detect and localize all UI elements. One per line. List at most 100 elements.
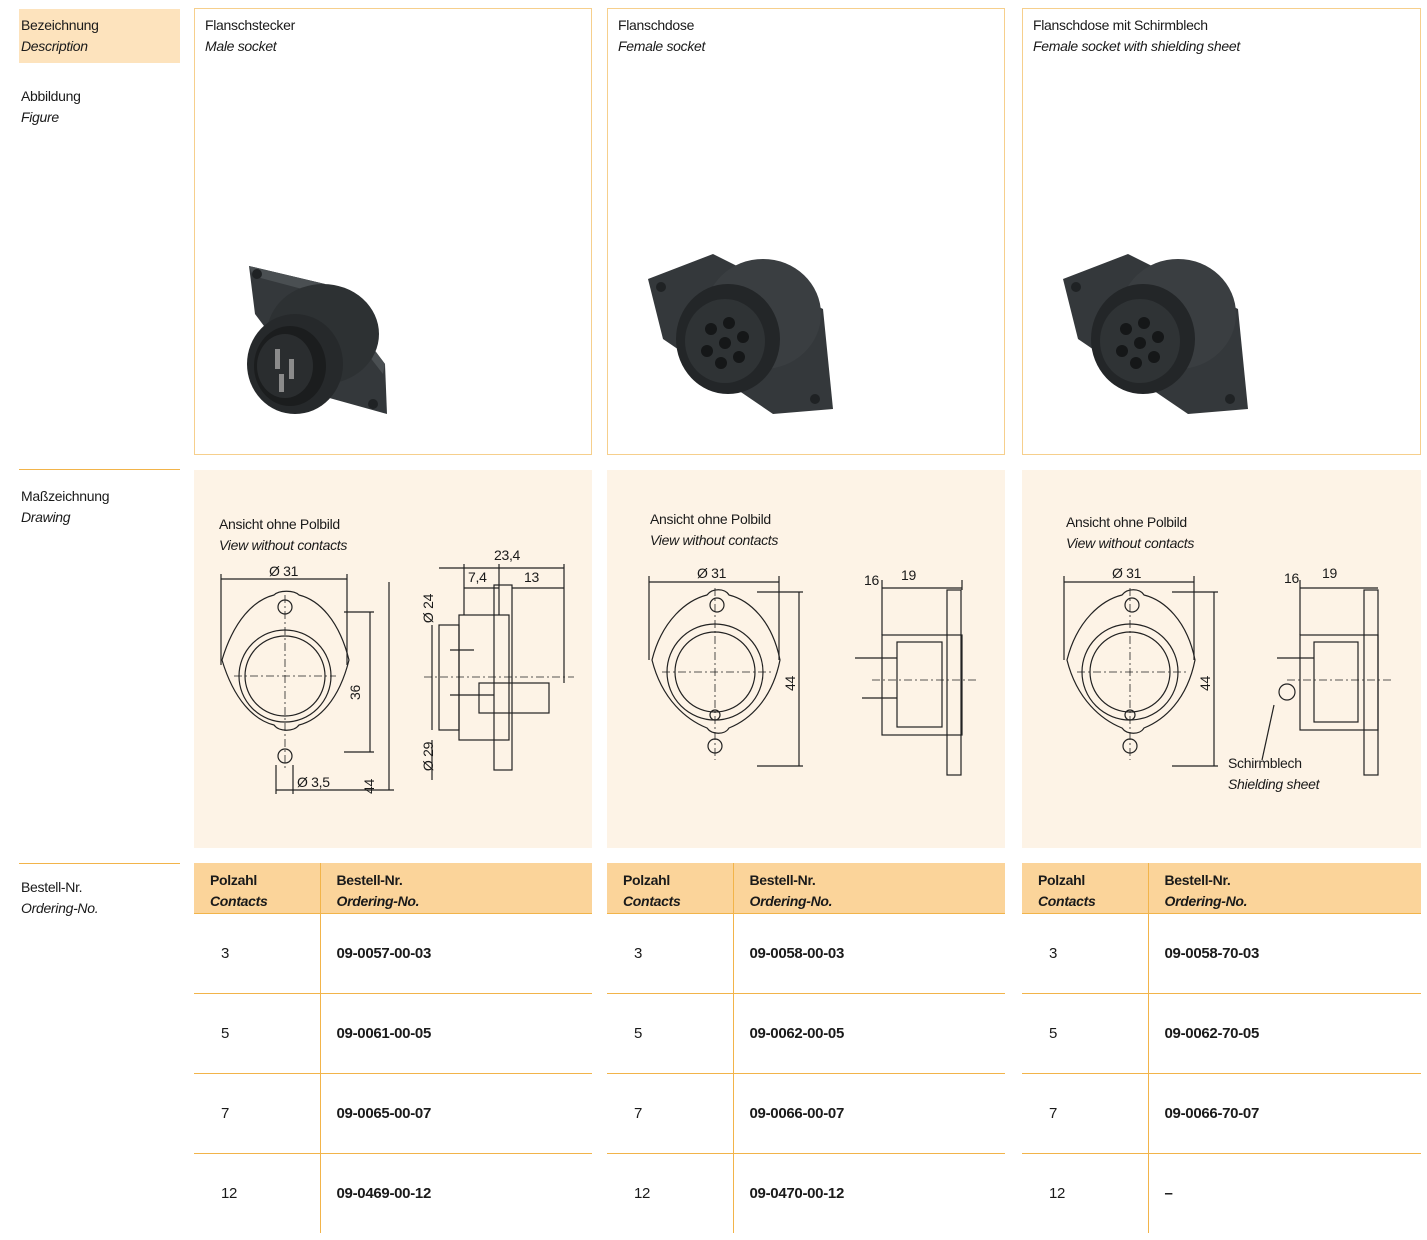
ordering-number-cell: 09-0062-70-05 — [1148, 993, 1421, 1074]
dim-diameter-31: Ø 31 — [269, 563, 299, 579]
column-header-ordering: Bestell-Nr. Ordering-No. — [1148, 863, 1421, 914]
table-row: 12– — [1022, 1153, 1421, 1233]
view-caption-en: View without contacts — [650, 532, 779, 548]
dim-height-36: 36 — [346, 685, 363, 700]
ordering-number-cell: 09-0061-00-05 — [320, 993, 592, 1074]
view-caption-en: View without contacts — [1066, 535, 1195, 551]
technical-drawing-female — [648, 576, 977, 776]
column-header-en: Contacts — [210, 893, 268, 909]
contacts-cell: 12 — [194, 1153, 321, 1233]
product-title-en: Female socket — [618, 38, 706, 54]
product-title: Flanschdose Female socket — [618, 15, 705, 57]
sidebar-figure-label: Abbildung Figure — [21, 86, 81, 128]
dim-width-13: 13 — [524, 569, 539, 585]
contacts-cell: 5 — [194, 993, 321, 1074]
ordering-number-cell: 09-0066-70-07 — [1148, 1073, 1421, 1154]
column-header-de: Bestell-Nr. — [336, 872, 403, 888]
view-caption-de: Ansicht ohne Polbild — [219, 516, 340, 532]
dim-width-16: 16 — [1284, 570, 1299, 586]
contacts-cell: 12 — [1022, 1153, 1149, 1233]
technical-drawing-male — [220, 564, 574, 794]
table-row: 12 09-0469-00-12 — [194, 1153, 592, 1233]
dim-diameter-31: Ø 31 — [1112, 565, 1142, 581]
column-header-ordering: Bestell-Nr.Ordering-No. — [320, 863, 592, 914]
column-header-de: Bestell-Nr. — [1164, 872, 1231, 888]
female-socket-shielding-photo — [1063, 254, 1248, 414]
ordering-label-de: Bestell-Nr. — [21, 879, 83, 895]
dim-diameter-29: Ø 29 — [420, 741, 437, 772]
dim-height-44: 44 — [1196, 676, 1213, 691]
product-title-en: Female socket with shielding sheet — [1033, 38, 1240, 54]
male-socket-photo — [247, 266, 387, 414]
view-caption-de: Ansicht ohne Polbild — [1066, 514, 1187, 530]
column-header-en: Contacts — [623, 893, 681, 909]
drawing-panel-shielding: Ansicht ohne Polbild View without contac… — [1022, 470, 1421, 848]
product-title-de: Flanschstecker — [205, 17, 295, 33]
product-card-male-socket: Flanschstecker Male socket — [194, 8, 592, 455]
product-title-de: Flanschdose mit Schirmblech — [1033, 17, 1208, 33]
dim-width-16: 16 — [864, 572, 879, 588]
contacts-cell: 5 — [1022, 993, 1149, 1074]
ordering-number-cell: 09-0065-00-07 — [320, 1073, 592, 1154]
dim-diameter-3-5: Ø 3,5 — [297, 774, 330, 790]
column-header-de: Bestell-Nr. — [749, 872, 816, 888]
ordering-number-cell: 09-0057-00-03 — [320, 913, 592, 994]
ordering-number-cell: 09-0058-70-03 — [1148, 913, 1421, 994]
shielding-sheet-label: Schirmblech Shielding sheet — [1228, 753, 1320, 795]
figure-label-de: Abbildung — [21, 88, 81, 104]
sidebar-drawing-label: Maßzeichnung Drawing — [21, 486, 110, 528]
ordering-number-cell: 09-0469-00-12 — [336, 1184, 432, 1202]
table-row: 12 09-0470-00-12 — [607, 1153, 1005, 1233]
dim-width-7-4: 7,4 — [468, 569, 487, 585]
view-caption-en: View without contacts — [219, 537, 348, 553]
ordering-label-en: Ordering-No. — [21, 900, 99, 916]
contacts-cell: 12 — [607, 1153, 734, 1233]
dim-diameter-24: Ø 24 — [420, 593, 437, 624]
column-header-de: Polzahl — [623, 872, 670, 888]
sidebar-description-header: Bezeichnung Description — [19, 9, 180, 63]
column-header-en: Contacts — [1038, 893, 1096, 909]
description-label-en: Description — [21, 38, 88, 54]
figure-label-en: Figure — [21, 109, 59, 125]
ordering-number-cell: – — [1164, 1184, 1173, 1202]
view-caption: Ansicht ohne Polbild View without contac… — [1066, 512, 1194, 554]
column-header-ordering: Bestell-Nr. Ordering-No. — [733, 863, 1005, 914]
technical-drawing-shielding — [1063, 576, 1394, 776]
shielding-sheet-de: Schirmblech — [1228, 755, 1302, 771]
contacts-cell: 3 — [1022, 913, 1149, 994]
contacts-cell: 7 — [607, 1073, 734, 1154]
contacts-cell: 7 — [1022, 1073, 1149, 1154]
contacts-cell: 5 — [607, 993, 734, 1074]
product-title-de: Flanschdose — [618, 17, 695, 33]
description-label-de: Bezeichnung — [21, 17, 99, 33]
drawing-label-de: Maßzeichnung — [21, 488, 110, 504]
divider-drawing — [19, 469, 180, 470]
contacts-cell: 3 — [194, 913, 321, 994]
product-title-en: Male socket — [205, 38, 277, 54]
dim-diameter-31: Ø 31 — [697, 565, 727, 581]
column-header-en: Ordering-No. — [749, 893, 833, 909]
ordering-number-cell: 09-0062-00-05 — [733, 993, 1005, 1074]
dim-width-19: 19 — [901, 567, 916, 583]
column-header-en: Ordering-No. — [1164, 893, 1248, 909]
shielding-sheet-en: Shielding sheet — [1228, 776, 1320, 792]
drawing-panel-male: Ansicht ohne Polbild View without contac… — [194, 470, 592, 848]
dim-width-23-4: 23,4 — [494, 547, 521, 563]
ordering-number-cell: 09-0470-00-12 — [749, 1184, 845, 1202]
dim-height-44: 44 — [781, 676, 798, 691]
